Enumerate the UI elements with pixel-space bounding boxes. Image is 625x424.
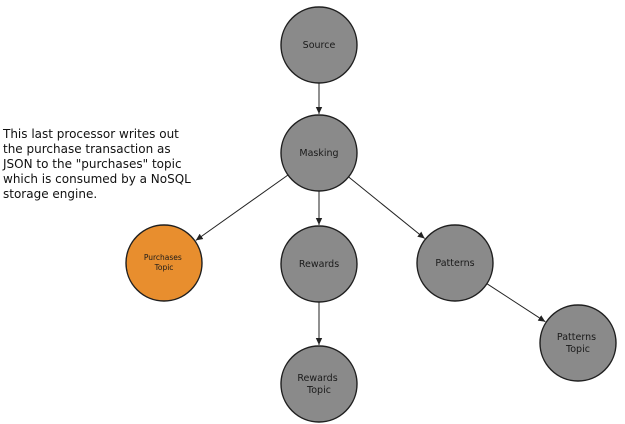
node-rewards-circle [280, 225, 358, 303]
node-masking-circle [280, 114, 358, 192]
node-purchases-topic-circle [125, 224, 203, 302]
node-source: Source [280, 6, 358, 84]
node-purchases-topic-label: Purchases Topic [144, 253, 184, 272]
edge-masking-to-patterns [348, 176, 426, 239]
edge-patterns-to-patterns-topic [486, 283, 546, 323]
edges-layer [195, 83, 546, 345]
annotation-line-4: which is consumed by a NoSQL [3, 172, 191, 186]
node-patterns-topic: Patterns Topic [539, 304, 617, 382]
node-patterns-circle [416, 224, 494, 302]
edge-masking-to-purchases-topic [195, 174, 289, 241]
node-rewards: Rewards [280, 225, 358, 303]
node-source-label: Source [303, 40, 336, 51]
annotation-line-5: storage engine. [3, 187, 98, 201]
node-source-circle [280, 6, 358, 84]
annotation-line-3: JSON to the "purchases" topic [3, 157, 182, 171]
node-purchases-topic: Purchases Topic [125, 224, 203, 302]
node-masking-label: Masking [299, 148, 338, 159]
node-patterns-topic-label: Patterns Topic [557, 332, 599, 355]
node-rewards-topic-circle [280, 345, 358, 423]
annotation-note: This last processor writes out the purch… [3, 127, 233, 202]
node-patterns-topic-circle [539, 304, 617, 382]
annotation-line-2: the purchase transaction as [3, 142, 171, 156]
node-masking: Masking [280, 114, 358, 192]
node-rewards-topic: Rewards Topic [280, 345, 358, 423]
node-rewards-label: Rewards [299, 259, 339, 270]
annotation-line-1: This last processor writes out [3, 127, 179, 141]
node-rewards-topic-label: Rewards Topic [297, 373, 340, 396]
node-patterns-label: Patterns [435, 258, 474, 269]
node-patterns: Patterns [416, 224, 494, 302]
